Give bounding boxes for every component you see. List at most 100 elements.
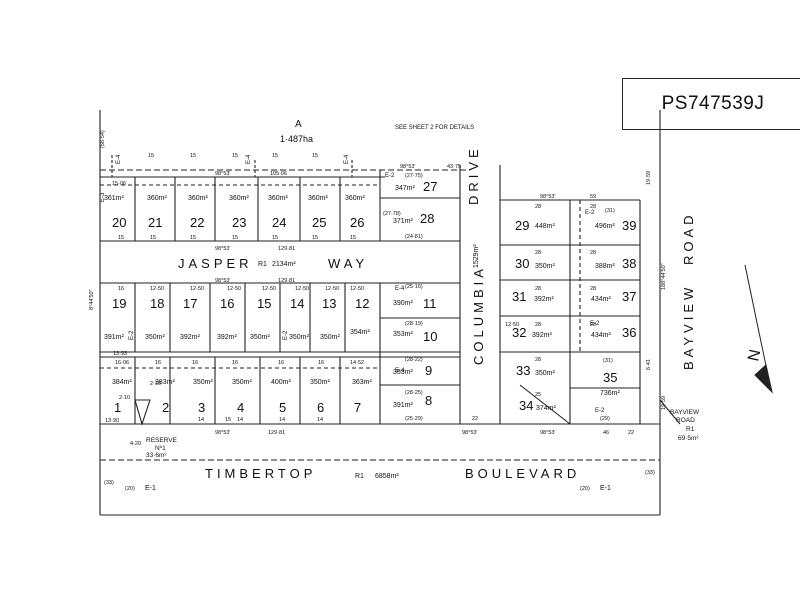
lot-number-11: 11: [423, 296, 437, 311]
bayview-road-r1: R1: [686, 426, 695, 433]
lot-frontage: 14: [279, 417, 285, 423]
bayview-road-small-2: ROAD: [676, 417, 695, 424]
dim-distance: 43·75: [447, 164, 461, 170]
lot-frontage: 25: [535, 392, 541, 398]
easement-e1-west: E-1: [145, 485, 156, 492]
dim-distance: (27·78): [383, 211, 401, 217]
dim-distance: (33): [645, 470, 655, 476]
lot-frontage: 14: [198, 417, 204, 423]
lot-frontage: 14: [317, 417, 323, 423]
dim-distance: 13·93: [113, 351, 127, 357]
lot-area-27: 347m²: [395, 185, 416, 192]
lot-number-21: 21: [148, 215, 162, 230]
bayview-road-area: 69·5m²: [678, 435, 699, 442]
lot-frontage: 16: [192, 360, 198, 366]
lot-frontage: 15: [232, 153, 238, 159]
bayview-label: BAYVIEW: [681, 284, 696, 370]
dim-distance: 22: [472, 416, 478, 422]
lot-number-27: 27: [423, 179, 437, 194]
dim-distance: 4·20: [130, 441, 141, 447]
lot-area-17: 392m²: [180, 334, 201, 341]
plan-number: PS747539J: [661, 93, 765, 114]
dim-distance: 13·90: [105, 418, 119, 424]
dim-distance: 16·06: [115, 360, 129, 366]
lot-number-14: 14: [290, 296, 304, 311]
dim-distance: (28·19): [405, 321, 423, 327]
dim-distance: 2·10: [119, 395, 130, 401]
lot-frontage: 28: [590, 250, 596, 256]
dim-bearing: 98°53': [400, 164, 416, 170]
plan-number-box: PS747539J: [622, 78, 800, 130]
lot-area-20: 361m²: [104, 195, 125, 202]
lot-number-25: 25: [312, 215, 326, 230]
lot-frontage: 16: [118, 286, 124, 292]
dim-distance: 19·59: [646, 171, 652, 185]
lot-area-9: 353m²: [393, 369, 414, 376]
lot-frontage: 28: [535, 204, 541, 210]
lot-number-9: 9: [425, 363, 432, 378]
lot-frontage: 28: [535, 286, 541, 292]
parcel-area: 1·487ha: [280, 134, 313, 144]
lot-number-35: 35: [603, 370, 617, 385]
lot-number-23: 23: [232, 215, 246, 230]
lot-frontage: 12·50: [325, 286, 339, 292]
jasper-way-r1: R1: [258, 261, 267, 268]
lot-line: [519, 384, 571, 425]
lot-area-8: 391m²: [393, 402, 414, 409]
lot-number-36: 36: [622, 325, 636, 340]
jasper-way-area: 2134m²: [272, 261, 296, 268]
drive-label: DRIVE: [466, 145, 481, 205]
reserve-label: RESERVE: [146, 437, 178, 444]
dim-bearing: 98°53': [215, 430, 231, 436]
dim-bearing: 98°53': [540, 194, 556, 200]
easement-e2-label-4: E-2: [595, 408, 605, 414]
lot-frontage: 15: [232, 235, 238, 241]
lot-frontage: 28: [535, 250, 541, 256]
timbertop-r1: R1: [355, 473, 364, 480]
reserve-number: Nº1: [155, 445, 166, 452]
easement-e2-label-1: E-2: [385, 173, 395, 179]
lot-number-15: 15: [257, 296, 271, 311]
lot-area-21: 360m²: [147, 195, 168, 202]
lot-frontage: 15: [350, 235, 356, 241]
dim-distance: 2·10: [150, 381, 161, 387]
lot-area-33: 350m²: [535, 370, 556, 377]
lot-frontage: 12·50: [227, 286, 241, 292]
lot-area-2: 383m²: [155, 379, 176, 386]
lot-area-6: 350m²: [310, 379, 331, 386]
lot-number-17: 17: [183, 296, 197, 311]
lot-number-5: 5: [279, 400, 286, 415]
dim-distance: 12·50: [350, 286, 364, 292]
dim-bearing: 98°53': [215, 278, 231, 284]
lot-frontage: 15: [190, 153, 196, 159]
dim-bearing: 188°44'50": [661, 263, 667, 290]
easement-e2-label-6: E-2: [283, 330, 289, 340]
easement-e4-label-3: E-4: [344, 154, 350, 164]
dim-distance: 19·59: [661, 396, 667, 410]
bayview-road-splay: [659, 399, 681, 425]
lot-number-4: 4: [237, 400, 244, 415]
lot-frontage: 28: [590, 286, 596, 292]
dim-distance: (33): [104, 480, 114, 486]
dim-distance: 105·06: [270, 171, 287, 177]
lot-area-15: 350m²: [250, 334, 271, 341]
north-arrow-label: N: [745, 348, 764, 363]
lot-area-26: 360m²: [345, 195, 366, 202]
dim-distance: (24·81): [405, 234, 423, 240]
lot-number-3: 3: [198, 400, 205, 415]
dim-bearing: 98°53': [215, 246, 231, 252]
lot-number-2: 2: [162, 400, 169, 415]
lot-area-38: 388m²: [595, 263, 616, 270]
lot-frontage: 12·50: [262, 286, 276, 292]
timbertop-label: TIMBERTOP: [205, 466, 316, 481]
bayview-road-small-1: BAYVIEW: [670, 409, 700, 416]
lot-number-20: 20: [112, 215, 126, 230]
lot-area-10: 353m²: [393, 331, 414, 338]
lot-frontage: 12·50: [150, 286, 164, 292]
easement-e1-east: E-1: [600, 485, 611, 492]
lot-frontage: 12·50: [190, 286, 204, 292]
lot-number-31: 31: [512, 289, 526, 304]
lot-area-1: 384m²: [112, 379, 133, 386]
